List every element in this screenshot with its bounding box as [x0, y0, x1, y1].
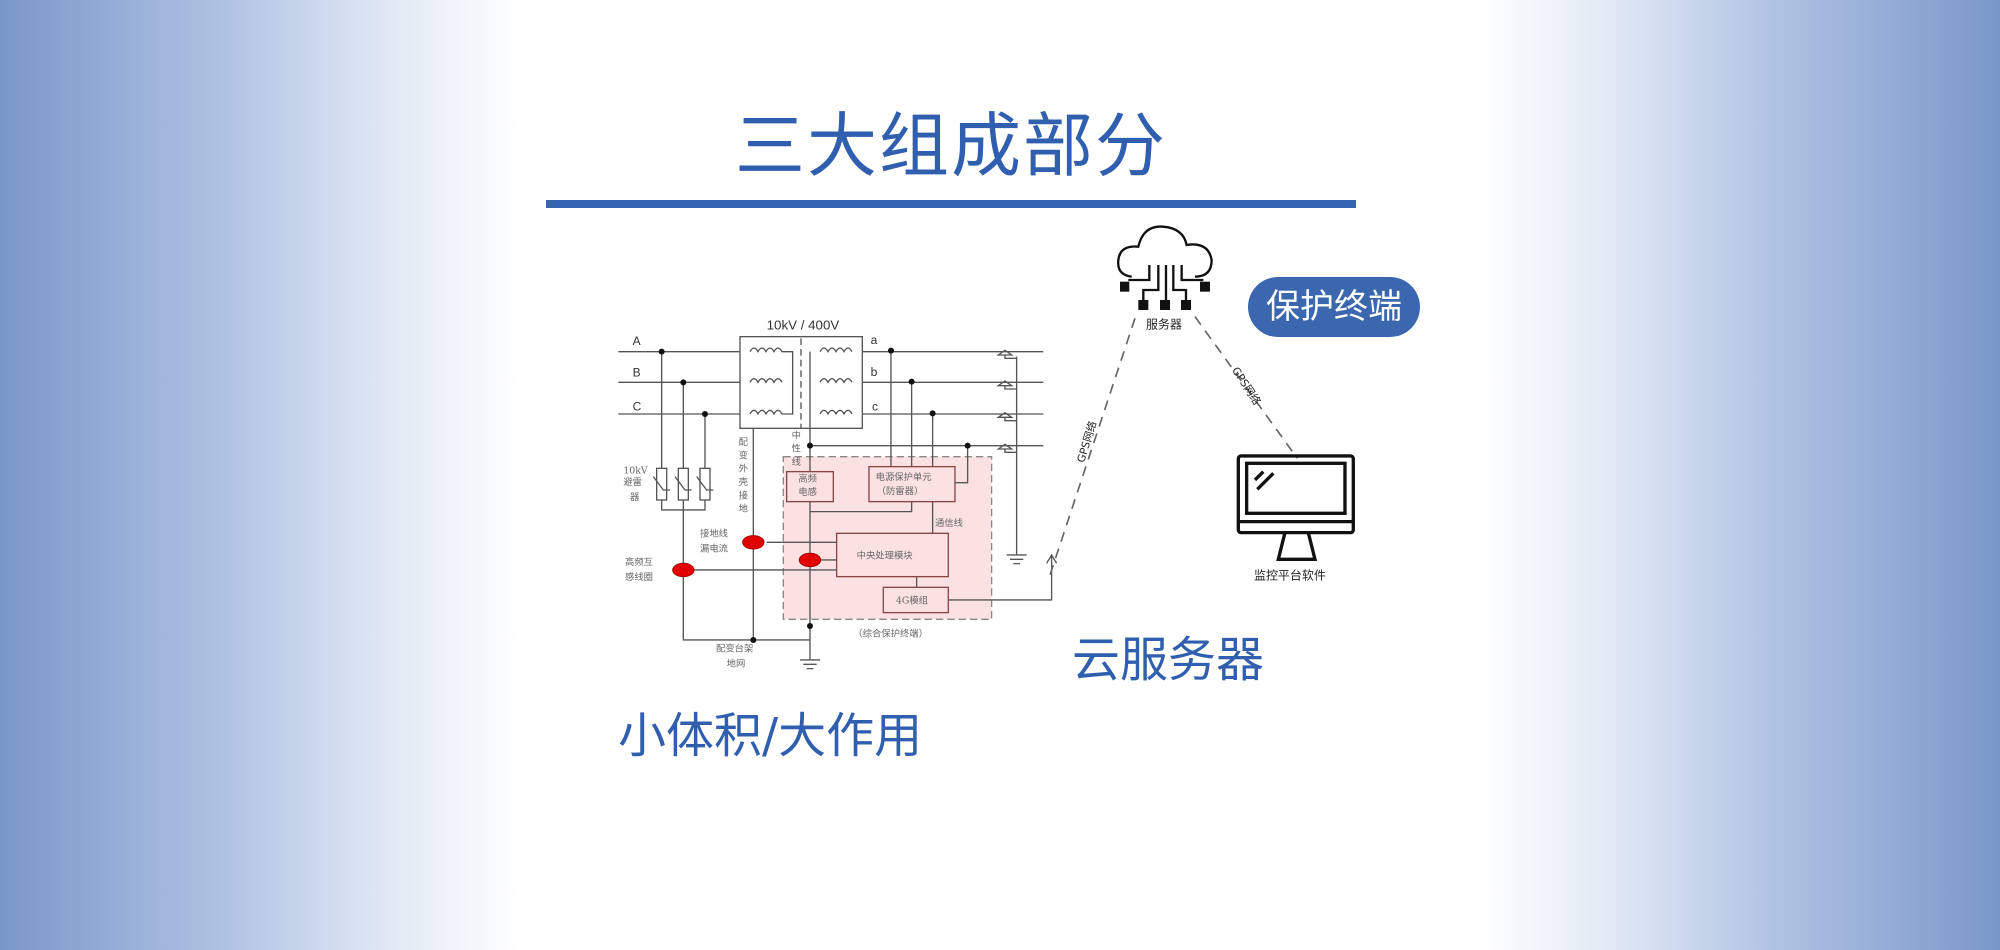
hf-ct-label: 感线圈 [625, 571, 653, 583]
phase-a-low: a [871, 333, 878, 347]
current-sensors [672, 535, 822, 578]
4g-module-box [882, 586, 949, 614]
shell-ground-label: 壳 [739, 476, 748, 488]
circuit-labels: 10kV 避雷 器 配 变 外 壳 接 地 中 性 线 高频 电感 电源保护单元… [623, 429, 963, 669]
monitor-icon [1236, 454, 1355, 561]
phase-b: B [633, 366, 641, 380]
power-protection-box [868, 465, 956, 503]
cloud-server-icon [1117, 225, 1213, 300]
shell-ground-label: 外 [739, 463, 748, 475]
neutral-label: 性 [792, 443, 801, 455]
power-unit-label: 电源保护单元 [876, 471, 932, 483]
device-caption: 小体积/大作用 [618, 708, 923, 764]
protection-terminal-badge: 保护终端 [1248, 277, 1420, 337]
circuit-diagram: 10kV / 400V A B C a b c 10kV 避雷 器 配 变 外 … [618, 317, 1058, 670]
server-label: 服务器 [1146, 316, 1182, 331]
monitor-label: 监控平台软件 [1254, 567, 1326, 582]
gps-link-right [1194, 316, 1298, 459]
arresters [652, 351, 810, 641]
gps-link-right-label: GPS网络 [1229, 365, 1263, 408]
network-diagram: 服务器 GPS网络 GPS网络 监控平台软件 [1047, 225, 1355, 582]
phase-c: C [633, 400, 642, 414]
shell-ground-label: 变 [739, 449, 748, 461]
phase-c-low: c [872, 400, 878, 414]
neutral-label: 中 [792, 429, 801, 441]
page-title: 三大组成部分 [735, 105, 1167, 187]
terminal-label: （综合保护终端） [853, 628, 928, 640]
grid-label: 配变台架 [716, 643, 753, 655]
phase-a: A [633, 334, 641, 348]
cpu-box [835, 532, 949, 578]
gps-link-left-label: GPS网络 [1074, 419, 1099, 464]
hf-ct-label: 高频互 [625, 556, 653, 568]
surge-symbols [996, 349, 1017, 453]
transformer-coils [749, 347, 853, 429]
ground-leak-label: 漏电流 [700, 543, 728, 555]
grid-label: 地网 [727, 658, 746, 670]
neutral-label: 线 [792, 456, 801, 468]
hf-inductor-box [785, 470, 834, 503]
ground-leak-label: 接地线 [700, 528, 728, 540]
power-unit-label: （防雷器） [877, 485, 924, 497]
transformer-label: 10kV / 400V [767, 317, 840, 332]
shell-ground-label: 地 [739, 503, 748, 515]
gps-link-left [1047, 318, 1136, 581]
hf-inductor-label: 高频 [798, 473, 817, 485]
cloud-server-caption: 云服务器 [1072, 632, 1265, 688]
shell-ground-label: 接 [739, 489, 748, 501]
phase-b-low: b [871, 365, 878, 379]
4g-module-label: 4G模组 [896, 594, 928, 606]
title-underline [546, 200, 1356, 208]
arrester-label: 避雷 [623, 476, 642, 488]
arrester-label: 10kV [623, 465, 648, 476]
shell-ground-label: 配 [739, 437, 749, 448]
comm-line-label: 通信线 [935, 517, 963, 529]
hf-inductor-label: 电感 [798, 486, 817, 498]
arrester-label: 器 [630, 492, 640, 503]
cpu-label: 中央处理模块 [857, 549, 914, 561]
server-nodes [1119, 281, 1210, 310]
junction-dots [658, 347, 971, 643]
ground-icon [799, 554, 1027, 670]
